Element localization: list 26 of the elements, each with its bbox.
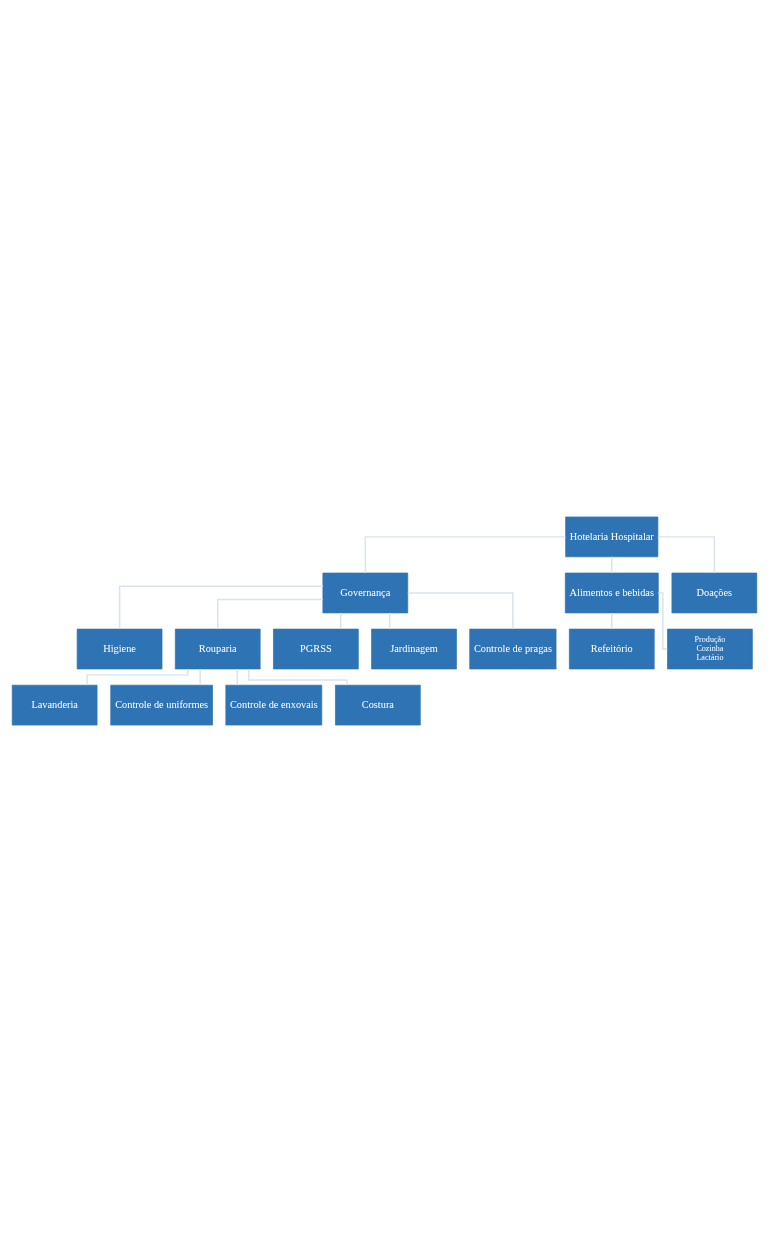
node-box: Rouparia bbox=[174, 628, 261, 670]
connector bbox=[248, 668, 348, 686]
node-box: Doações bbox=[671, 572, 758, 614]
connector bbox=[86, 668, 189, 686]
node-box: Lavanderia bbox=[11, 684, 98, 726]
node-box: Governança bbox=[322, 572, 409, 614]
node-box: Refeitório bbox=[569, 628, 655, 670]
connector bbox=[657, 536, 716, 574]
node-box: Hotelaria Hospitalar bbox=[565, 516, 659, 558]
node-box: Controle de enxovais bbox=[225, 684, 323, 726]
node-box: Controle de uniformes bbox=[110, 684, 213, 726]
node-box: PGRSS bbox=[273, 628, 359, 670]
node-box: Jardinagem bbox=[371, 628, 457, 670]
node-box: Produção Cozinha Lactário bbox=[667, 628, 753, 670]
connector bbox=[611, 556, 613, 574]
connector bbox=[118, 585, 324, 630]
connector bbox=[364, 536, 567, 574]
connector bbox=[611, 612, 613, 630]
connector bbox=[199, 668, 201, 686]
connector bbox=[217, 598, 324, 630]
node-box: Higiene bbox=[76, 628, 163, 670]
node-box: Costura bbox=[335, 684, 421, 726]
node-box: Alimentos e bebidas bbox=[564, 572, 659, 614]
node-box: Controle de pragas bbox=[469, 628, 557, 670]
connector bbox=[657, 592, 668, 650]
connector bbox=[407, 592, 514, 630]
